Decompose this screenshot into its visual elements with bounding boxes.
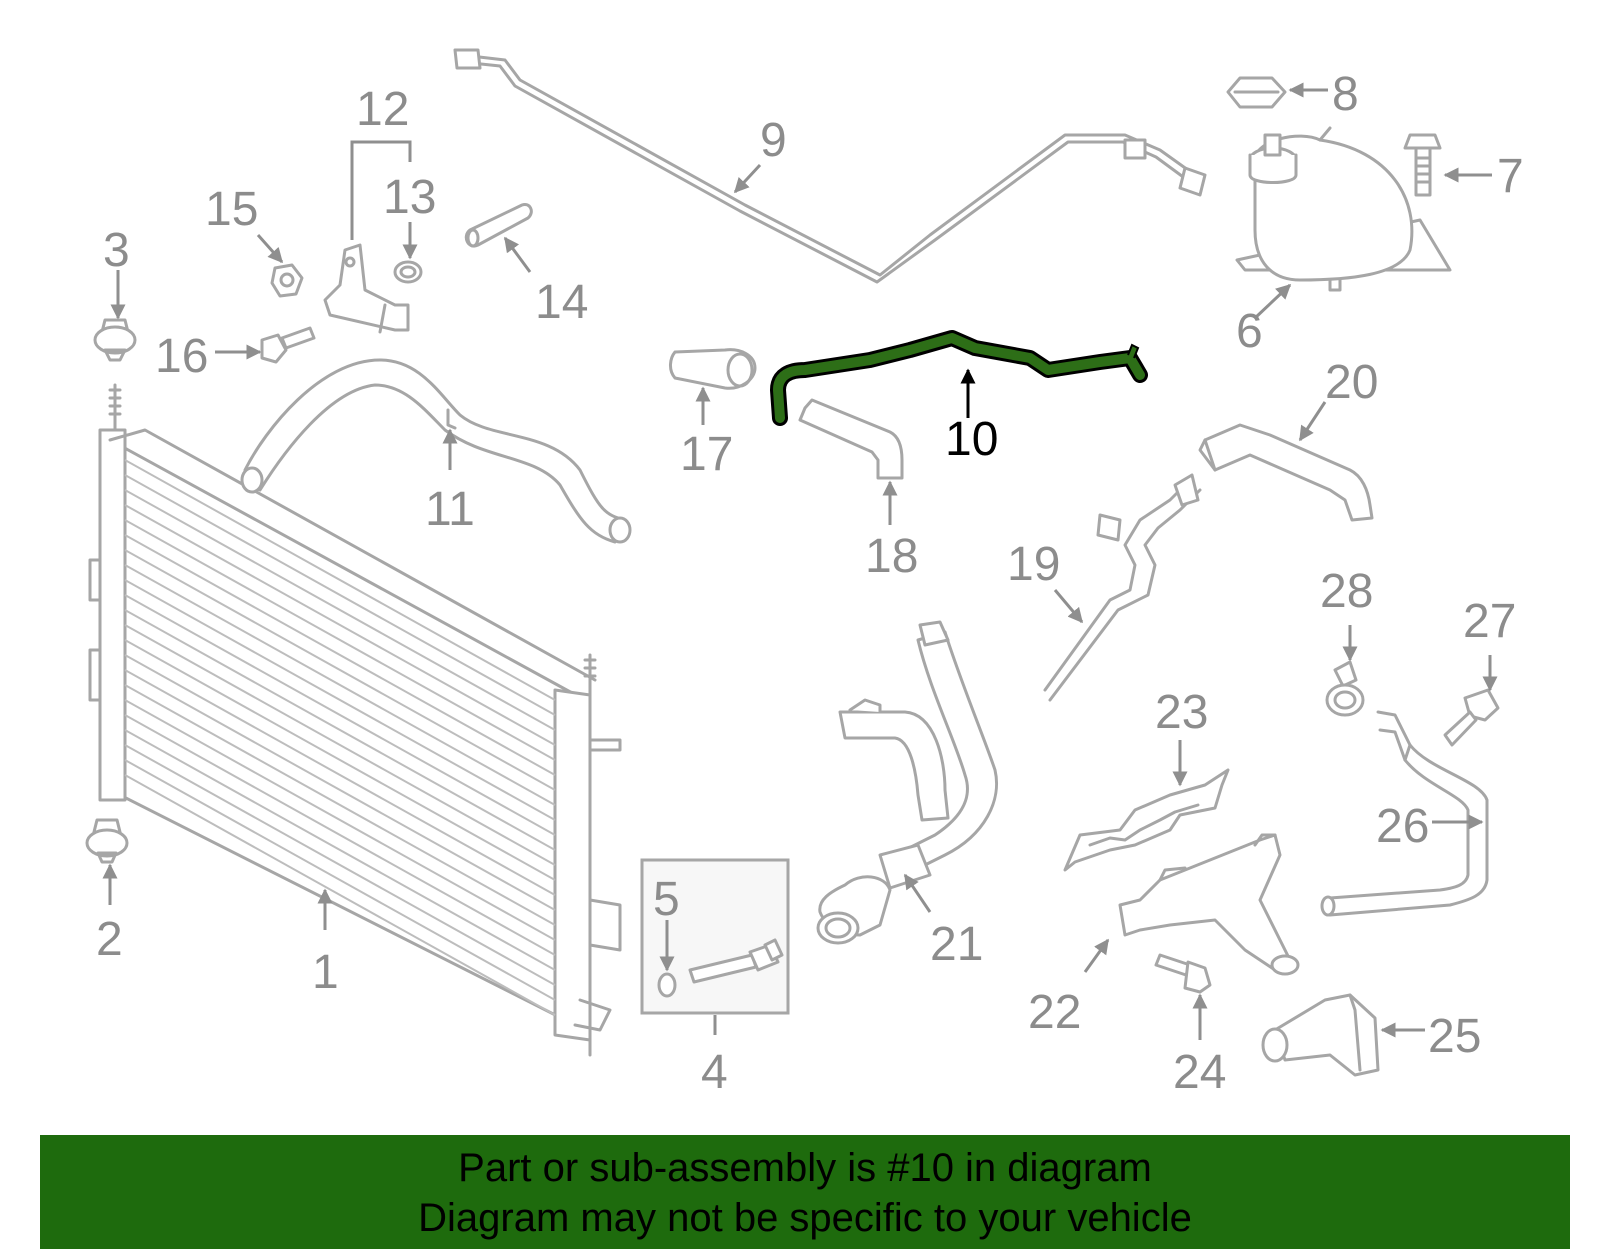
nut-part-15: [270, 263, 304, 298]
tube-part-14: [464, 202, 533, 248]
bolt-part-7: [1403, 133, 1442, 197]
hose-part-26: [1320, 710, 1489, 917]
bolt-part-16: [260, 326, 316, 364]
callout-24: 24: [1173, 1046, 1226, 1099]
callout-7: 7: [1497, 150, 1524, 203]
hose-part-9: [453, 48, 1207, 284]
hose-part-10: [770, 330, 1148, 426]
callout-numbers: 1 2 3 4 5 6 7 8 9 10 11 12 13 14 15 16 1…: [96, 68, 1524, 1099]
banner-line-1: Part or sub-assembly is #10 in diagram: [458, 1146, 1152, 1190]
hose-part-21: [816, 620, 998, 945]
bracket-part-12: [323, 243, 410, 334]
callout-9: 9: [760, 114, 787, 167]
hose-part-18: [798, 398, 904, 480]
mount-part-3: [93, 318, 137, 362]
bolt-part-27: [1443, 688, 1500, 747]
banner-line-2: Diagram may not be specific to your vehi…: [418, 1196, 1192, 1240]
callout-8: 8: [1332, 68, 1359, 121]
reservoir-part-6: [1235, 126, 1452, 292]
callout-14: 14: [535, 276, 588, 329]
callout-18: 18: [865, 530, 918, 583]
callout-4: 4: [701, 1046, 728, 1099]
callout-16: 16: [155, 330, 208, 383]
callout-23: 23: [1155, 686, 1208, 739]
callout-13: 13: [383, 171, 436, 224]
callout-19: 19: [1007, 538, 1060, 591]
callout-15: 15: [205, 183, 258, 236]
callout-2: 2: [96, 913, 123, 966]
callout-22: 22: [1028, 986, 1081, 1039]
callout-12: 12: [356, 83, 409, 136]
callout-10: 10: [945, 413, 998, 466]
info-banner: Part or sub-assembly is #10 in diagram D…: [40, 1135, 1570, 1249]
clamp-part-28: [1325, 660, 1365, 717]
callout-5: 5: [653, 873, 680, 926]
callout-27: 27: [1463, 595, 1516, 648]
washer-part-13: [393, 260, 423, 284]
callout-21: 21: [930, 918, 983, 971]
callout-11: 11: [425, 483, 475, 536]
callout-28: 28: [1320, 565, 1373, 618]
callout-3: 3: [103, 224, 130, 277]
cap-part-8: [1226, 76, 1287, 109]
leader-lines: [102, 82, 1498, 1040]
callout-17: 17: [680, 428, 733, 481]
callout-20: 20: [1325, 356, 1378, 409]
housing-part-22: [1118, 833, 1300, 976]
hose-part-19: [1043, 473, 1202, 702]
bolt-part-24: [1154, 953, 1212, 994]
callout-25: 25: [1428, 1010, 1481, 1063]
callout-1: 1: [312, 946, 339, 999]
gasket-part-23: [1063, 768, 1230, 872]
mount-part-2: [85, 818, 129, 864]
callout-6: 6: [1236, 305, 1263, 358]
hose-part-17: [669, 348, 757, 390]
hose-part-20: [1198, 423, 1374, 522]
radiator-part-1: [88, 383, 622, 1057]
callout-26: 26: [1376, 800, 1429, 853]
outlet-part-25: [1261, 993, 1380, 1077]
